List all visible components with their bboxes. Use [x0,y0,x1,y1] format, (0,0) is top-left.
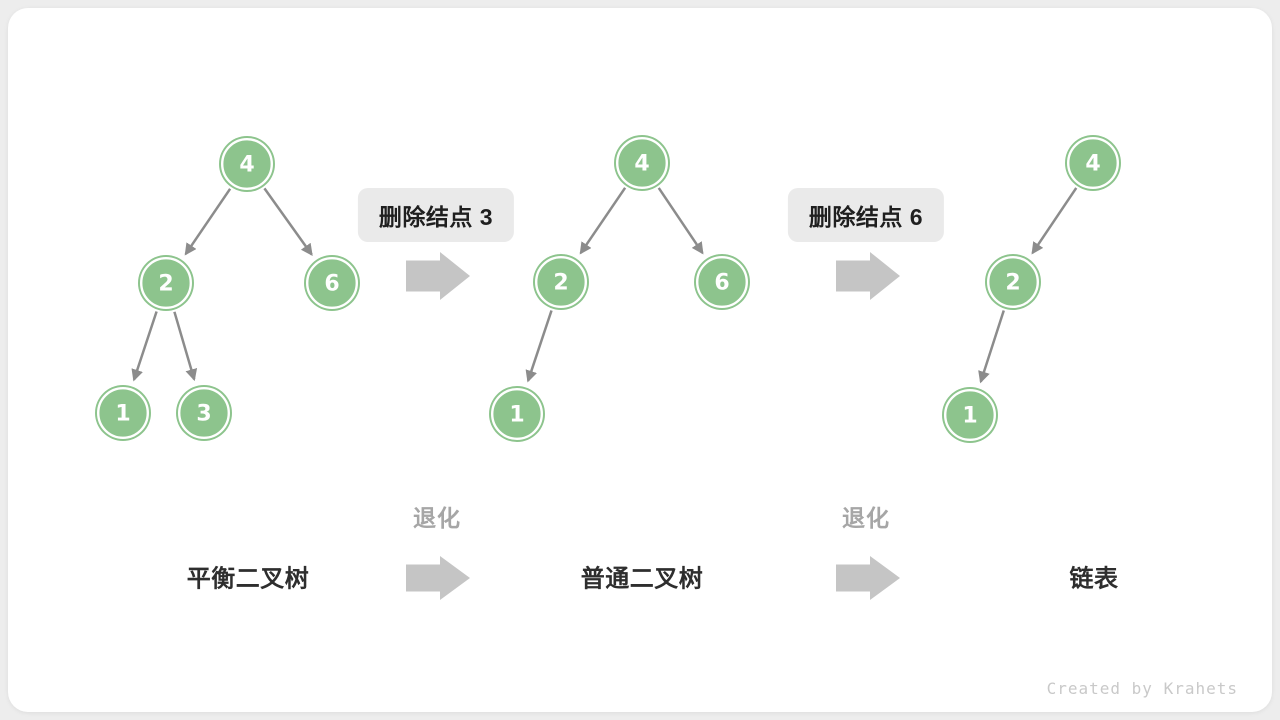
node-value: 1 [962,404,977,429]
caption-linked-list: 链表 [1069,565,1119,593]
tree-edge [525,310,553,383]
tree-node: 2 [985,254,1041,310]
tree-node: 4 [614,135,670,191]
degrade-arrow-icon [406,556,470,600]
tree-node: 1 [95,385,151,441]
tree-node: 1 [489,386,545,442]
tree-node: 6 [694,254,750,310]
tree-node: 2 [138,255,194,311]
degrade-label-1: 退化 [413,505,461,531]
tree-node: 4 [1065,135,1121,191]
tree-node: 4 [219,136,275,192]
node-value: 2 [1005,271,1020,296]
node-value: 4 [239,153,254,178]
tree-edge [657,187,704,255]
node-value: 6 [714,271,729,296]
degrade-arrow-icon [836,252,900,300]
tree-balanced-binary-tree: 4 2 6 1 3 [95,136,360,441]
tree-edge [184,188,232,256]
tree-node: 1 [942,387,998,443]
node-value: 2 [158,272,173,297]
delete-node-6-label: 删除结点 6 [787,188,945,242]
tree-edge [978,310,1005,384]
degrade-label-2: 退化 [842,505,890,531]
degrade-arrow-icon [836,556,900,600]
node-value: 3 [196,402,211,427]
tree-edge [579,187,627,255]
node-value: 1 [509,403,524,428]
tree-node: 3 [176,385,232,441]
caption-ordinary-binary-tree: 普通二叉树 [580,565,704,593]
tree-edge [1031,187,1078,255]
degrade-arrow-icon [406,252,470,300]
delete-node-3-label: 删除结点 3 [357,188,515,242]
node-value: 4 [1085,152,1100,177]
tree-linked-list: 4 2 1 [942,135,1121,443]
tree-edge [173,311,198,382]
watermark: Created by Krahets [1046,679,1238,698]
node-value: 2 [553,271,568,296]
node-value: 1 [115,402,130,427]
tree-node: 6 [304,255,360,311]
caption-balanced-binary-tree: 平衡二叉树 [186,565,310,593]
figure-card [8,8,1272,712]
tree-edge [131,311,158,382]
tree-ordinary-binary-tree: 4 2 6 1 [489,135,750,442]
tree-edge [263,187,313,256]
tree-node: 2 [533,254,589,310]
node-value: 6 [324,272,339,297]
node-value: 4 [634,152,649,177]
